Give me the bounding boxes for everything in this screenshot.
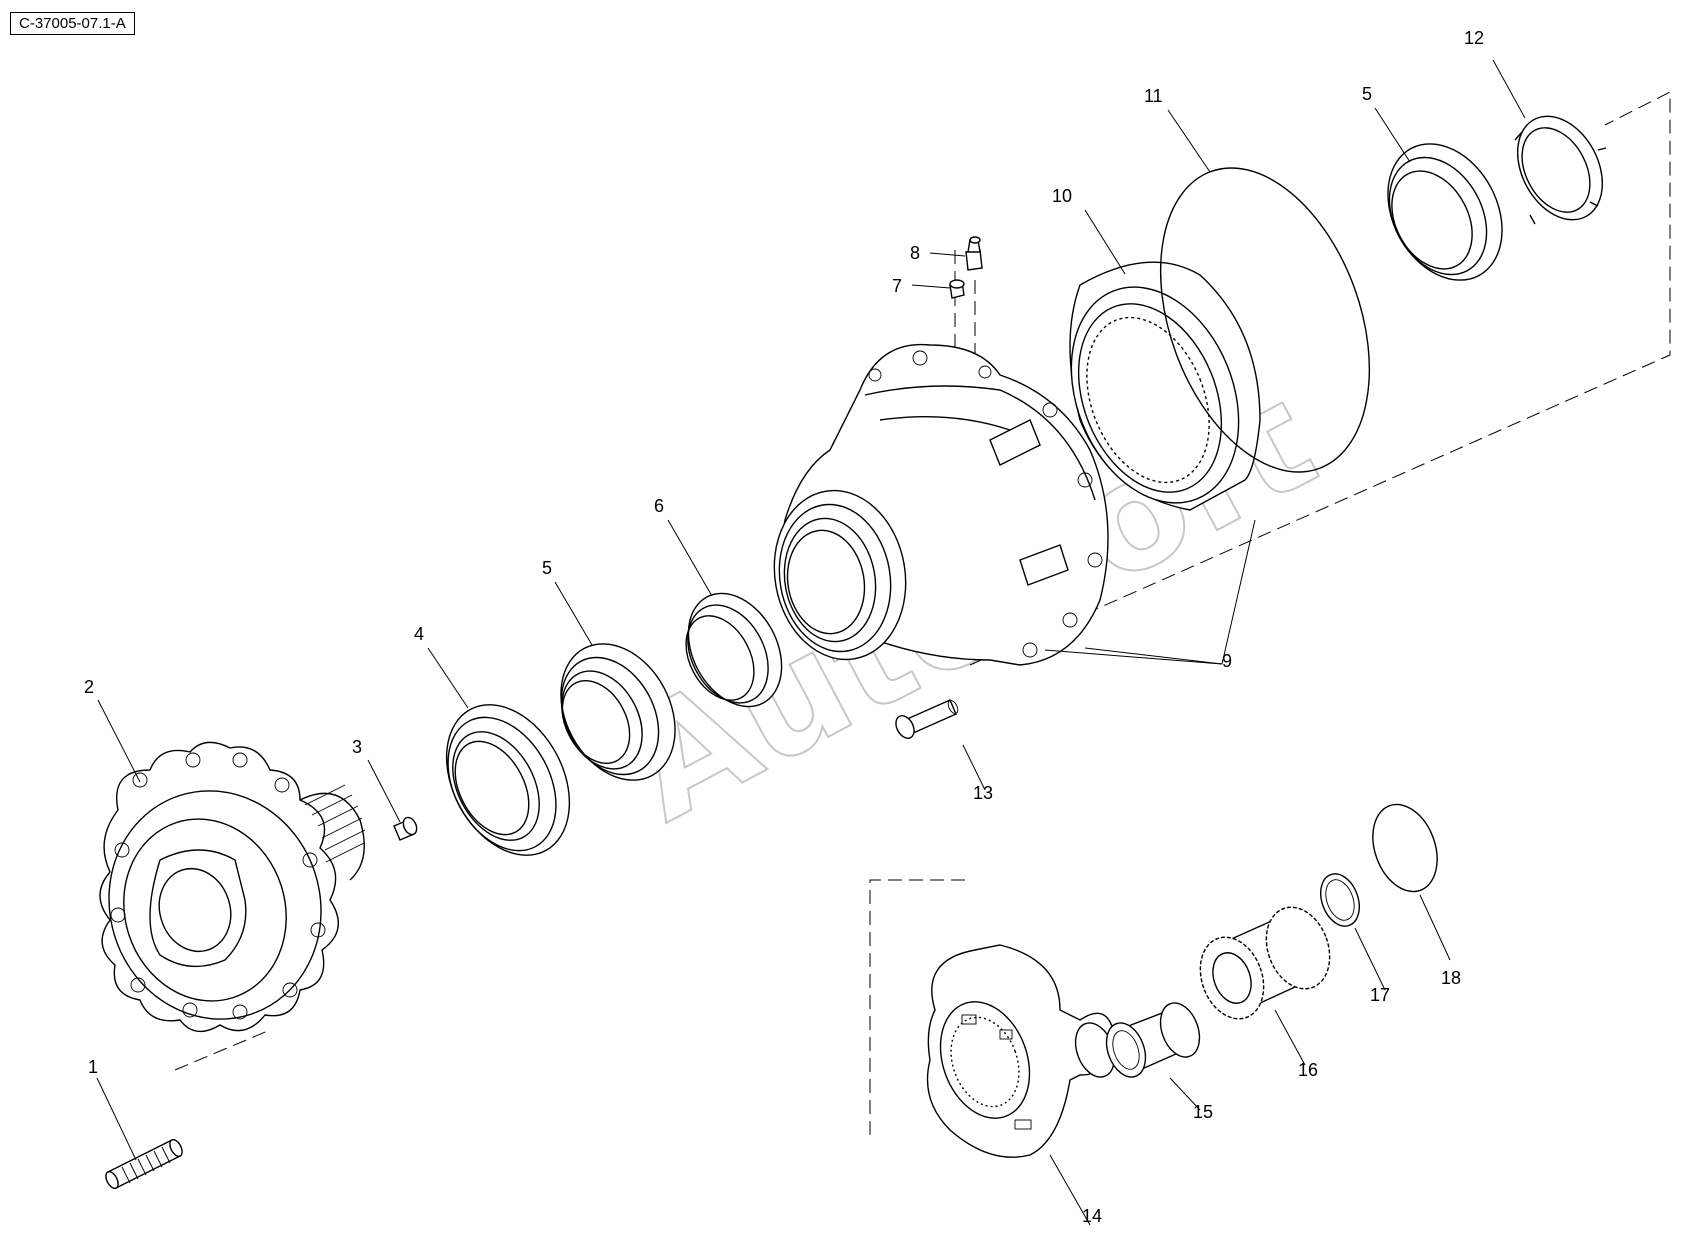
part-16-sun-gear (1199, 906, 1331, 1020)
part-10-ring-gear (1069, 261, 1261, 511)
callout-2: 2 (84, 677, 94, 697)
callout-7: 7 (892, 276, 902, 296)
callout-15: 15 (1193, 1102, 1213, 1122)
callout-14: 14 (1082, 1206, 1102, 1226)
callout-16: 16 (1298, 1060, 1318, 1080)
callout-leader-lines (96, 59, 1526, 1226)
part-15-sleeve (1105, 1002, 1201, 1078)
part-9-planetary-housing (773, 343, 1109, 666)
callout-5-rear: 5 (1362, 84, 1372, 104)
callout-8: 8 (910, 243, 920, 263)
callout-17: 17 (1370, 985, 1390, 1005)
part-8-fitting (965, 236, 983, 271)
part-5-bearing-front (560, 643, 676, 781)
part-12-lock-nut (1514, 115, 1607, 225)
callout-4: 4 (414, 624, 424, 644)
callout-10: 10 (1052, 186, 1072, 206)
callout-5-front: 5 (542, 558, 552, 578)
part-2-hub-flange (99, 741, 366, 1033)
part-13-bolt (895, 699, 959, 739)
reference-code: C-37005-07.1-A (10, 12, 135, 35)
part-6-bearing-race (685, 592, 783, 708)
part-17-snap-ring (1320, 873, 1360, 927)
callout-labels: 1 2 3 4 5 6 7 8 9 10 11 5 12 13 14 15 16… (84, 28, 1484, 1226)
part-14-planet-carrier (926, 944, 1116, 1158)
callout-3: 3 (352, 737, 362, 757)
callout-11: 11 (1144, 86, 1163, 106)
part-1-stud (105, 1139, 183, 1189)
part-11-o-ring (1159, 167, 1371, 473)
callout-12: 12 (1464, 28, 1484, 48)
callout-18: 18 (1441, 968, 1461, 988)
part-7-plug (949, 279, 965, 299)
callout-6: 6 (654, 496, 664, 516)
part-3-plug (393, 816, 418, 841)
callout-13: 13 (973, 783, 993, 803)
part-4-seal (445, 704, 571, 856)
callout-1: 1 (88, 1057, 98, 1077)
part-5-bearing-rear (1387, 143, 1503, 281)
callout-9: 9 (1222, 651, 1232, 671)
part-18-circlip (1372, 803, 1438, 893)
